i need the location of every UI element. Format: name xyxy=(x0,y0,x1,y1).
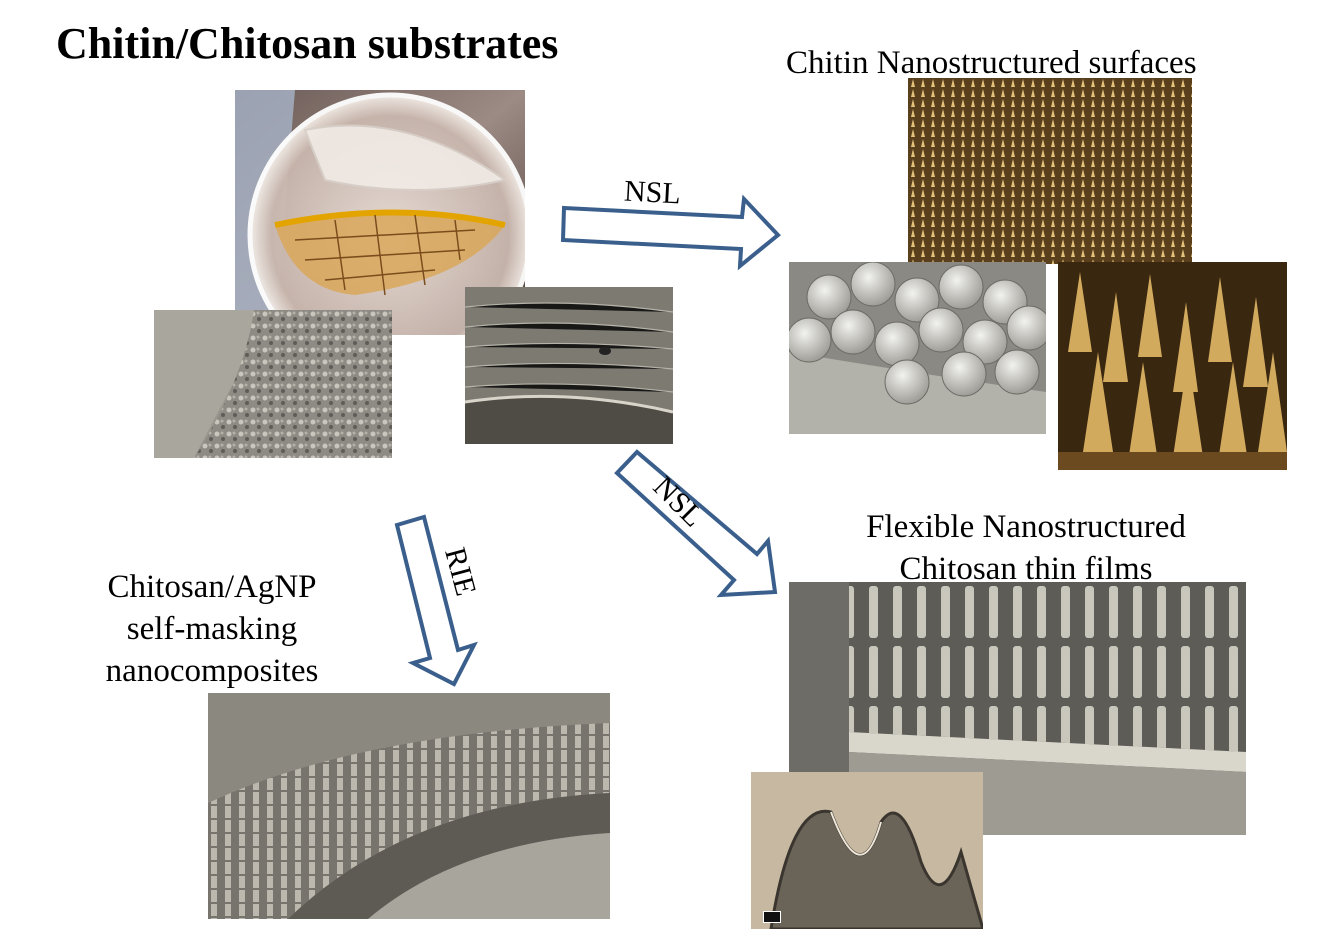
agnp-nanocomposites-label: Chitosan/AgNP self-masking nanocomposite… xyxy=(82,566,342,692)
chitin-surfaces-label: Chitin Nanostructured surfaces xyxy=(786,45,1197,81)
agnp-label-line1: Chitosan/AgNP xyxy=(107,569,317,605)
sem-rough-chitin-image xyxy=(154,310,392,458)
sem-agnp-nanocomposite-image xyxy=(208,693,610,919)
nsl-top-arrow-icon xyxy=(560,194,781,271)
page-title: Chitin/Chitosan substrates xyxy=(56,19,559,68)
sem-layered-film-image xyxy=(465,287,673,444)
rie-arrow-icon xyxy=(394,514,478,687)
sem-folded-film-image xyxy=(751,772,983,929)
sem-gold-nanopillar-array-image xyxy=(908,78,1192,264)
scale-bar-icon xyxy=(763,911,781,923)
flexible-films-label-line1: Flexible Nanostructured xyxy=(866,509,1186,545)
flexible-films-label-line2: Chitosan thin films xyxy=(899,551,1153,587)
nsl-top-arrow-label: NSL xyxy=(623,174,682,211)
petri-dish-wing-photo xyxy=(235,90,525,335)
nsl-diagonal-arrow-icon xyxy=(614,449,778,598)
flexible-films-label: Flexible Nanostructured Chitosan thin fi… xyxy=(836,506,1216,590)
agnp-label-line2: self-masking xyxy=(126,611,298,647)
sem-nanosphere-mask-image xyxy=(789,262,1046,434)
agnp-label-line3: nanocomposites xyxy=(105,653,319,689)
sem-gold-nanocone-closeup-image xyxy=(1058,262,1287,470)
